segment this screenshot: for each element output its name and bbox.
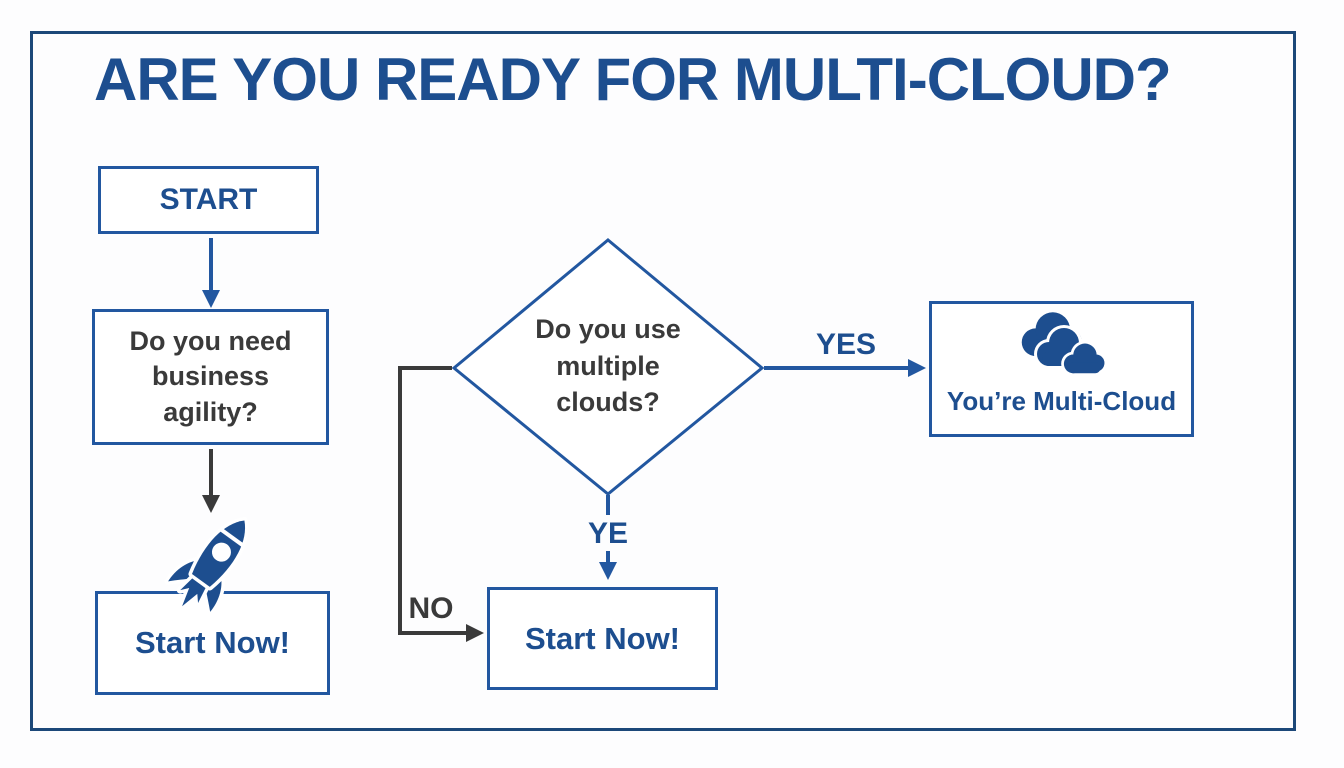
start-node: START: [98, 166, 319, 234]
clouds-question-label: Do you use multiple clouds?: [535, 314, 681, 418]
start-now-left-label: Start Now!: [135, 625, 290, 660]
agility-question-label: Do you need business agility?: [129, 325, 292, 427]
arrowhead-yes-to-multicloud: [908, 359, 926, 377]
rocket-icon-svg: [164, 517, 249, 616]
decision-diamond-shape: [451, 238, 765, 496]
start-now-middle-label: Start Now!: [525, 620, 680, 656]
multi-cloud-icon: [1017, 310, 1107, 376]
arrowhead-start-to-agility: [202, 290, 220, 308]
arrowhead-no-to-startnow: [466, 624, 484, 642]
no-edge-label: NO: [408, 592, 454, 625]
multi-cloud-result-node: You’re Multi-Cloud: [929, 301, 1194, 437]
start-now-left-node: Start Now!: [95, 591, 330, 695]
page-title: ARE YOU READY FOR MULTI-CLOUD?: [94, 46, 1172, 113]
start-node-label: START: [159, 183, 258, 216]
clouds-question-node: Do you use multiple clouds?: [508, 300, 708, 432]
start-now-middle-node: Start Now!: [487, 587, 718, 690]
arrow-no-to-startnow: [398, 366, 468, 635]
arrowhead-agility-to-startnow: [202, 495, 220, 513]
yes-truncated-edge-label: YE: [587, 517, 629, 550]
yes-edge-label: YES: [815, 328, 877, 361]
agility-question-node: Do you need business agility?: [92, 309, 329, 445]
arrowhead-ye-to-startnow: [599, 562, 617, 580]
cloud-front: [1060, 340, 1107, 376]
rocket-icon: [158, 503, 276, 631]
outer-frame: [30, 31, 1296, 731]
multi-cloud-result-label: You’re Multi-Cloud: [946, 386, 1177, 416]
